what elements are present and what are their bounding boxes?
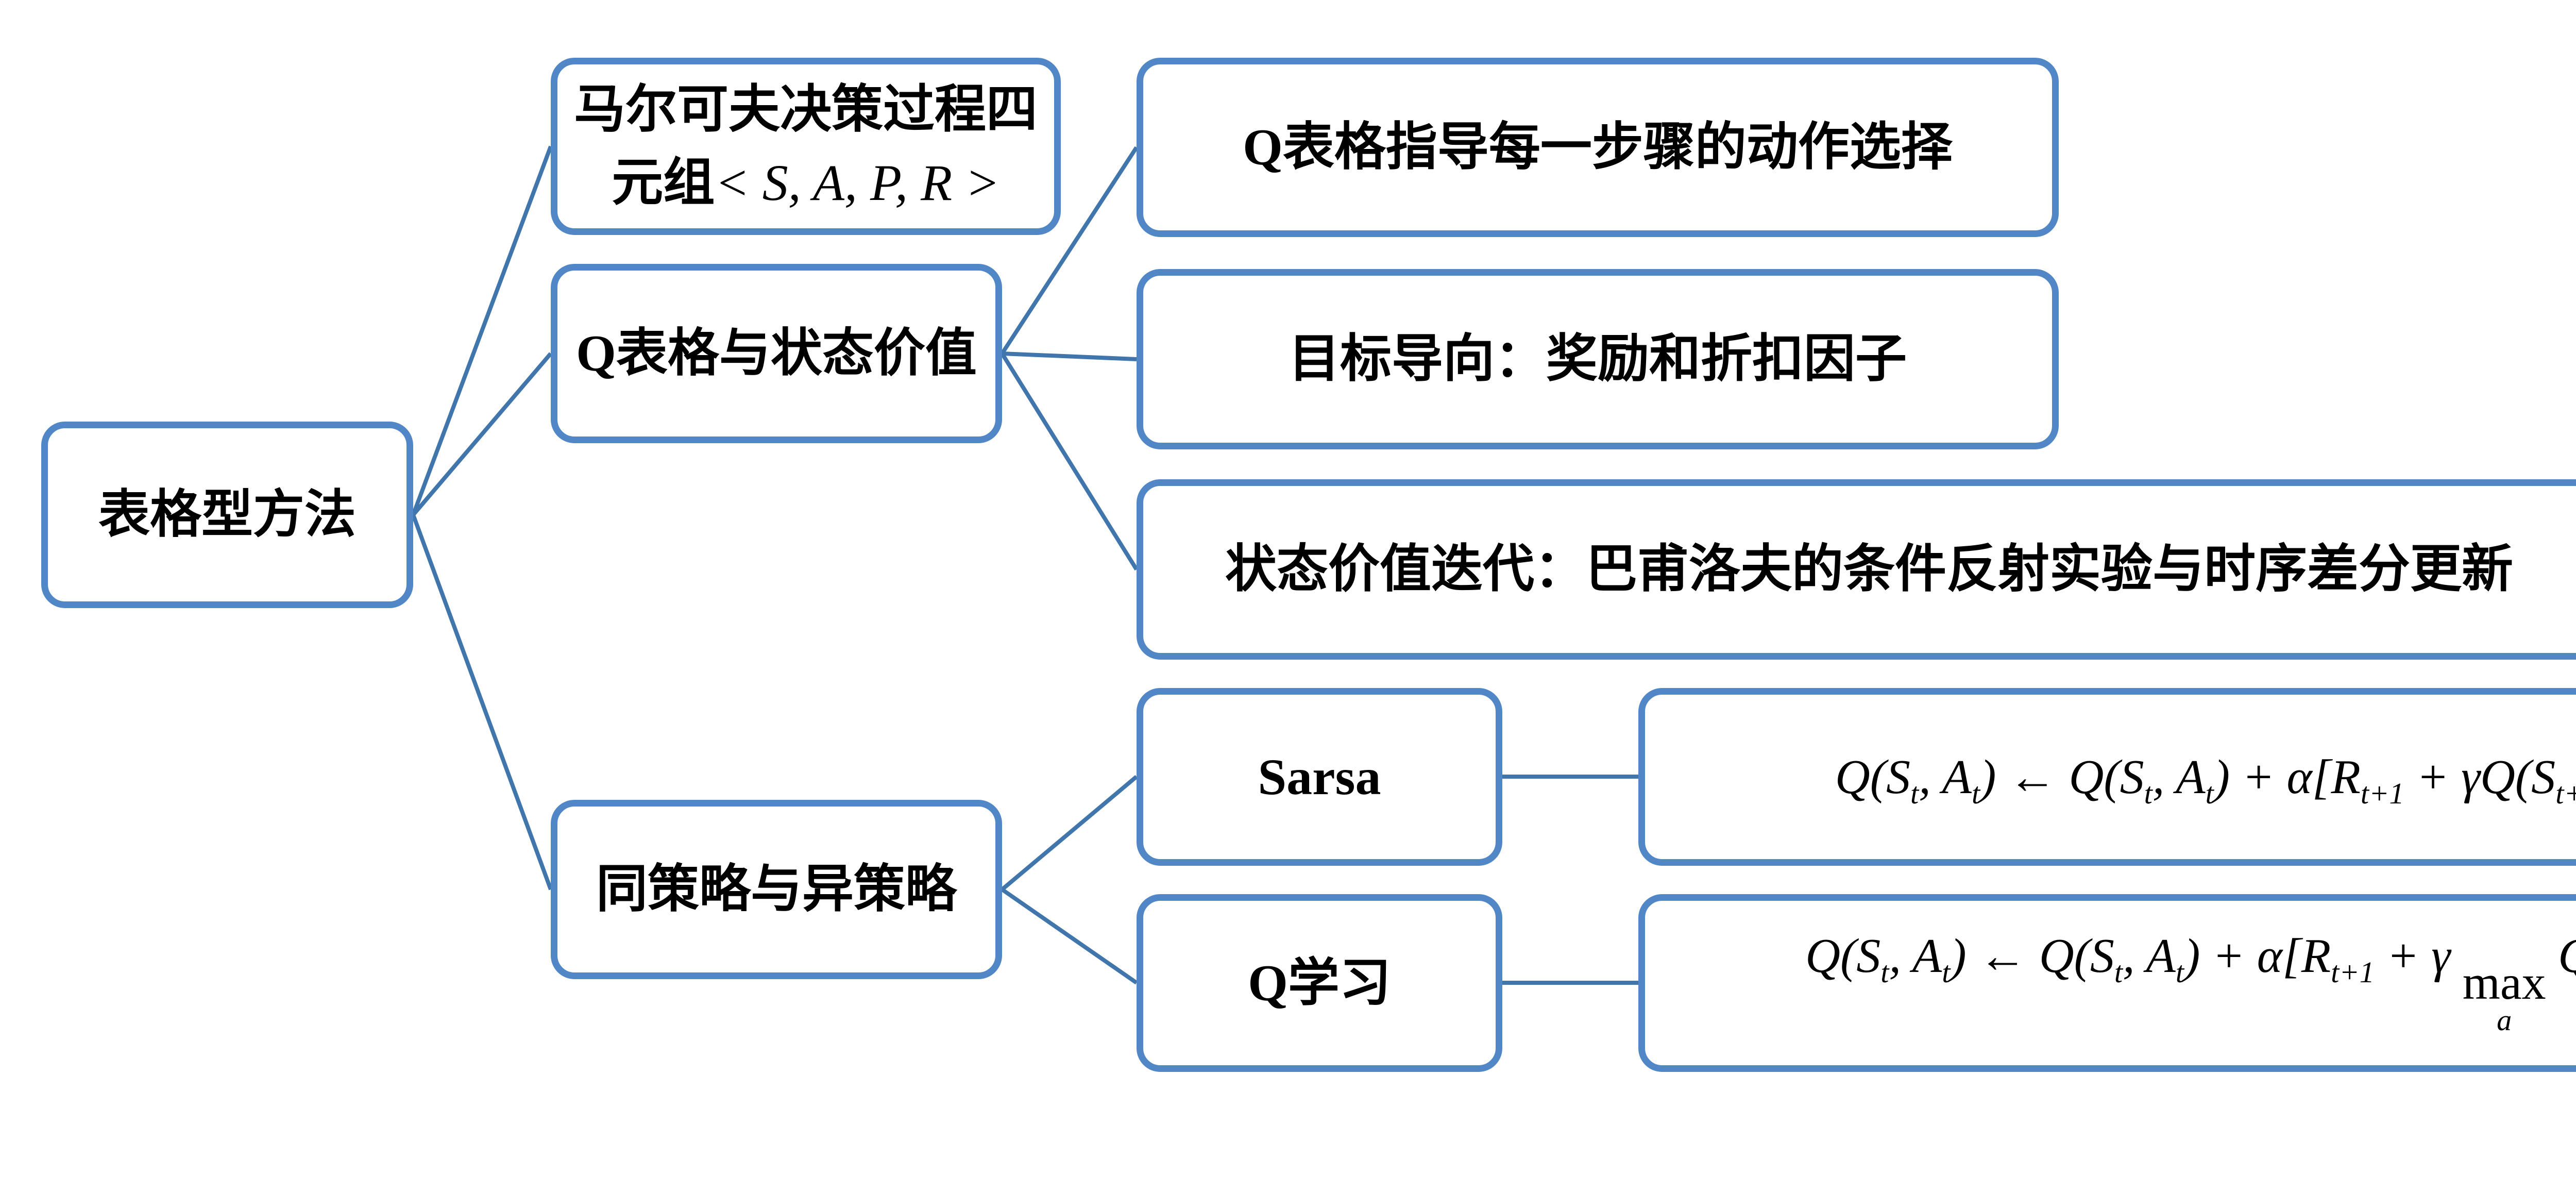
connector-qtable-valueiter	[1000, 352, 1139, 571]
node-mdp-label-wrap: 马尔可夫决策过程四元组< S, A, P, R >	[573, 73, 1039, 220]
sarsa-formula-text: Q(St, At) ← Q(St, At) + α[Rt+1 + γQ(St+1…	[1835, 750, 2576, 810]
node-root-label: 表格型方法	[98, 486, 356, 543]
node-goal-label: 目标导向：奖励和折扣因子	[1289, 330, 1907, 388]
node-qtable-state-value: Q表格与状态价值	[551, 264, 1002, 443]
node-q-learning: Q学习	[1137, 894, 1502, 1072]
node-mdp-tuple: 马尔可夫决策过程四元组< S, A, P, R >	[551, 58, 1061, 235]
connector-root-qtable	[411, 352, 553, 516]
node-mdp-label: 马尔可夫决策过程四元组	[574, 81, 1038, 211]
connector-root-mdp	[411, 145, 553, 516]
connector-qtable-goal	[1002, 351, 1137, 361]
node-qtable-label: Q表格与状态价值	[576, 325, 977, 382]
node-mdp-math: < S, A, P, R >	[715, 154, 1000, 211]
node-sarsa-label: Sarsa	[1258, 748, 1381, 805]
node-sarsa-update-formula: Q(St, At) ← Q(St, At) + α[Rt+1 + γQ(St+1…	[1638, 688, 2576, 866]
node-guide-label: Q表格指导每一步骤的动作选择	[1243, 119, 1953, 176]
node-sarsa: Sarsa	[1137, 688, 1502, 866]
node-valueiter-label: 状态价值迭代：巴甫洛夫的条件反射实验与时序差分更新	[1225, 541, 2513, 598]
node-policy-label: 同策略与异策略	[596, 861, 957, 918]
node-qtable-guides-actions: Q表格指导每一步骤的动作选择	[1137, 58, 2059, 237]
connector-qtable-guide	[1000, 146, 1139, 355]
node-root: 表格型方法	[41, 422, 413, 608]
connector-policy-qlearn	[1001, 887, 1138, 985]
node-goal-oriented: 目标导向：奖励和折扣因子	[1137, 269, 2059, 449]
node-qlearn-label: Q学习	[1248, 954, 1391, 1012]
node-state-value-iteration: 状态价值迭代：巴甫洛夫的条件反射实验与时序差分更新	[1137, 479, 2576, 660]
connector-root-policy	[411, 514, 553, 891]
connector-policy-sarsa	[1001, 775, 1138, 892]
node-on-off-policy: 同策略与异策略	[551, 800, 1002, 979]
